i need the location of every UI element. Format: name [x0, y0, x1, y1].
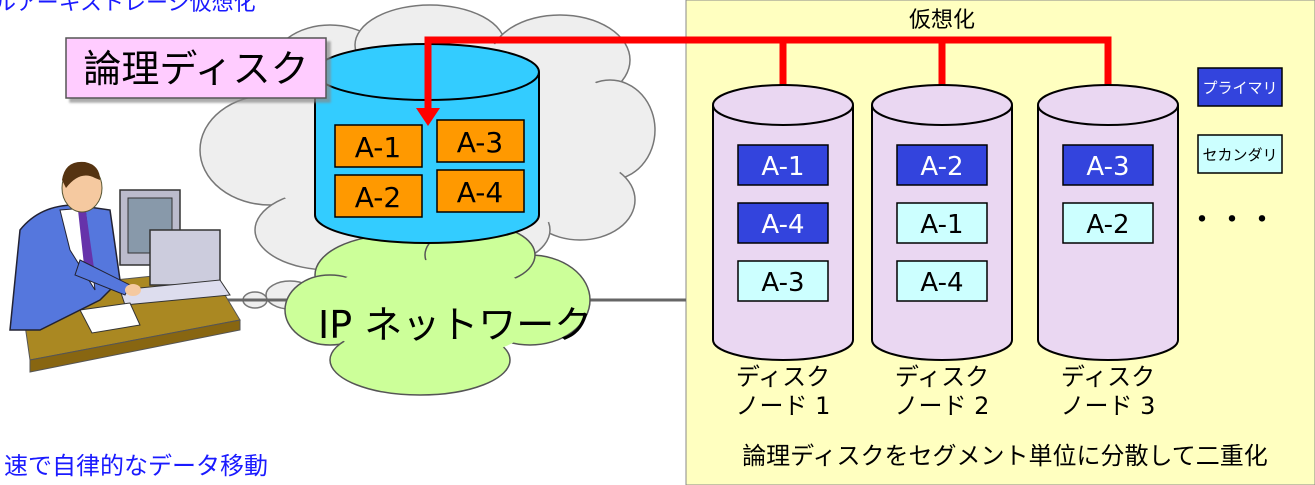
logical-segment-1: A-1: [334, 124, 423, 168]
logical-segment-4: A-4: [436, 169, 525, 213]
node-2-segment-1: A-2: [896, 144, 988, 186]
svg-text:A-3: A-3: [761, 268, 804, 298]
logical-disk-label: 論理ディスク: [83, 47, 308, 91]
node-1-segment-1: A-1: [737, 144, 829, 186]
svg-text:A-4: A-4: [920, 268, 963, 298]
virtualization-arrowhead: [416, 108, 440, 126]
logical-segment-2: A-3: [436, 119, 525, 163]
user-at-computer-illustration: [9, 161, 241, 373]
logical-disk-label-box: [65, 37, 327, 99]
legend-secondary: セカンダリ: [1197, 134, 1283, 174]
node-3-segment-2: A-2: [1062, 202, 1154, 244]
right-caption: 論理ディスクをセグメント単位に分散して二重化: [742, 442, 1268, 470]
virtualization-label: 仮想化: [909, 8, 975, 33]
ip-network-cloud: [284, 224, 591, 396]
disk-node-label-line2: ノード 3: [1061, 392, 1156, 420]
network-label: IP ネットワーク: [318, 303, 592, 347]
svg-text:A-2: A-2: [355, 181, 401, 214]
disk-node-label-line1: ディスク: [736, 363, 830, 391]
disk-node-label-line1: ディスク: [895, 363, 989, 391]
svg-text:A-1: A-1: [761, 152, 804, 182]
svg-text:A-1: A-1: [920, 210, 963, 240]
disk-node-label-line2: ノード 2: [895, 392, 990, 420]
node-3-segment-1: A-3: [1062, 144, 1154, 186]
legend-primary: プライマリ: [1197, 67, 1283, 107]
svg-text:プライマリ: プライマリ: [1202, 79, 1277, 97]
svg-text:セカンダリ: セカンダリ: [1202, 146, 1277, 164]
left-bottom-text: 速で自律的なデータ移動: [4, 452, 268, 480]
disk-node-label-line1: ディスク: [1061, 363, 1155, 391]
node-1-segment-3: A-3: [737, 260, 829, 302]
node-2-segment-3: A-4: [896, 260, 988, 302]
svg-text:A-3: A-3: [457, 126, 503, 159]
svg-text:A-3: A-3: [1086, 152, 1129, 182]
svg-text:A-2: A-2: [920, 152, 963, 182]
node-2-segment-2: A-1: [896, 202, 988, 244]
svg-text:A-2: A-2: [1086, 210, 1129, 240]
svg-text:A-4: A-4: [457, 176, 503, 209]
disk-node-label-line2: ノード 1: [736, 392, 831, 420]
left-title: ルアーキストレージ仮想化: [0, 0, 256, 16]
logical-segment-3: A-2: [334, 174, 423, 218]
svg-text:A-1: A-1: [355, 131, 401, 164]
more-nodes-ellipsis: ・・・: [1187, 203, 1277, 238]
svg-text:A-4: A-4: [761, 210, 804, 240]
node-1-segment-2: A-4: [737, 202, 829, 244]
